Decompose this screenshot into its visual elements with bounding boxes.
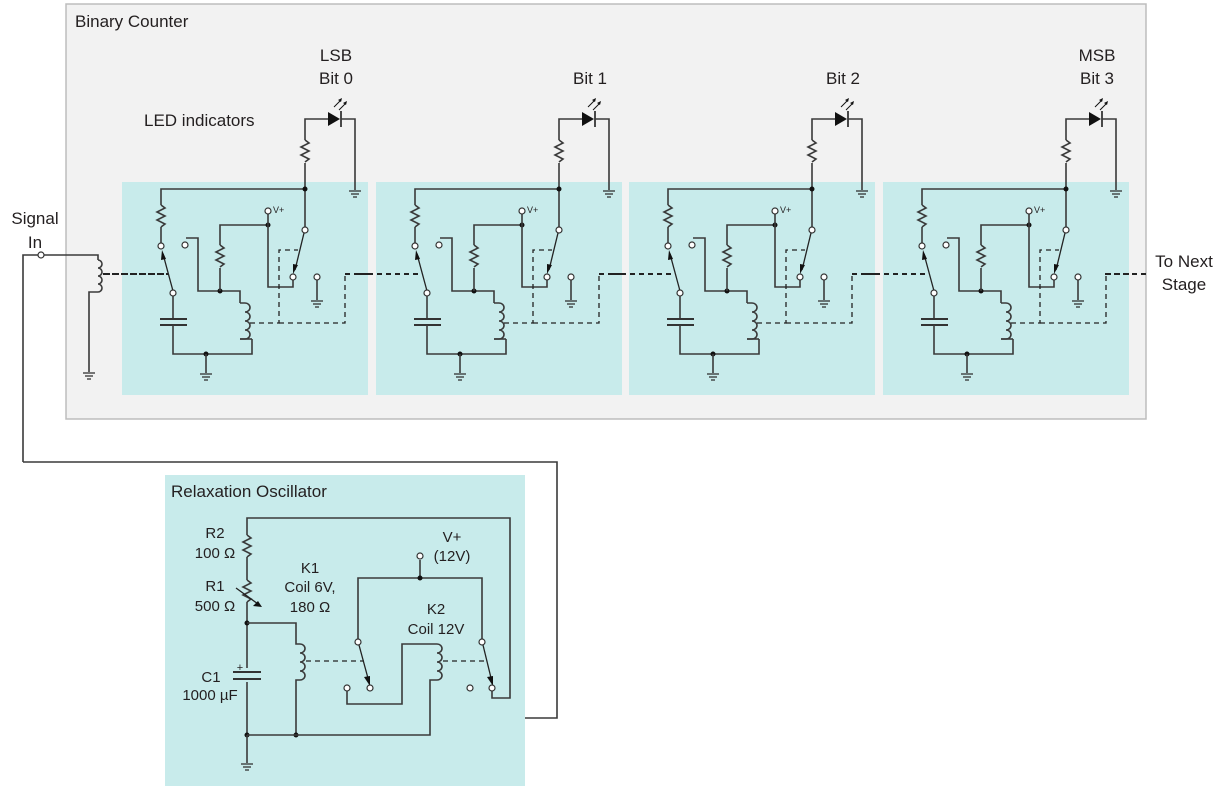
oscillator-panel (165, 475, 525, 786)
vplus-value: (12V) (434, 548, 471, 565)
k1-spec-line1: Coil 6V, (284, 579, 335, 596)
r1-value: 500 Ω (195, 598, 235, 615)
stage-panel (629, 182, 875, 395)
stage-panel (122, 182, 368, 395)
c1-name: C1 (201, 669, 220, 686)
counter-stage-3: MSB Bit 3 V+ (866, 46, 1132, 395)
vplus-terminal (518, 207, 526, 215)
signal-in-terminal[interactable] (37, 251, 45, 259)
k2-coil (436, 643, 443, 681)
vplus-name: V+ (443, 529, 462, 546)
led-icon (835, 112, 847, 126)
counter-stages: LSB Bit 0 V+ Bit 1 V+ Bit 2 V+ MSB Bit 3 V+ (105, 46, 1132, 395)
oscillator-title: Relaxation Oscillator (171, 482, 327, 501)
bit-label: Bit 2 (826, 69, 860, 88)
k1-spec-line2: 180 Ω (290, 599, 330, 616)
k1-switch-arm (358, 644, 370, 683)
signal-in-wiring (22, 251, 168, 462)
vplus-terminal (1025, 207, 1033, 215)
vplus-12v-terminal (416, 552, 424, 560)
led-resistor (806, 139, 818, 163)
signal-in-label-line1: Signal (11, 209, 58, 228)
led-resistor (299, 139, 311, 163)
stage-panel (883, 182, 1129, 395)
k2-name: K2 (427, 601, 445, 618)
led-icon (328, 112, 340, 126)
to-next-stage-line2: Stage (1162, 275, 1206, 294)
r1-name: R1 (205, 578, 224, 595)
led-icon (582, 112, 594, 126)
relay-coil (240, 302, 251, 340)
counter-stage-1: Bit 1 V+ (359, 69, 625, 395)
c1-polarity: + (237, 662, 243, 674)
relay-coil (494, 302, 505, 340)
stage-panel (376, 182, 622, 395)
k2-spec: Coil 12V (408, 621, 465, 638)
oscillator-circuit (233, 517, 511, 771)
binary-counter-title: Binary Counter (75, 12, 189, 31)
led-resistor (553, 139, 565, 163)
relay-coil (747, 302, 758, 340)
to-next-stage-line1: To Next (1155, 252, 1213, 271)
counter-stage-0: LSB Bit 0 V+ (105, 46, 371, 395)
bit-label: Bit 3 (1080, 69, 1114, 88)
bit-label: Bit 1 (573, 69, 607, 88)
vplus-label: V+ (527, 205, 538, 215)
bit-label-line1: MSB (1079, 46, 1116, 65)
bit-label: Bit 0 (319, 69, 353, 88)
led-resistor (1060, 139, 1072, 163)
led-indicators-label: LED indicators (144, 111, 255, 130)
led-icon (1089, 112, 1101, 126)
r2-value: 100 Ω (195, 545, 235, 562)
bit-label-line1: LSB (320, 46, 352, 65)
relay-coil (1001, 302, 1012, 340)
k1-coil (299, 643, 306, 681)
counter-stage-2: Bit 2 V+ (612, 69, 878, 395)
signal-in-label-line2: In (28, 233, 42, 252)
k1-name: K1 (301, 560, 319, 577)
vplus-terminal (771, 207, 779, 215)
vplus-label: V+ (273, 205, 284, 215)
r2-name: R2 (205, 525, 224, 542)
c1-value: 1000 µF (182, 687, 237, 704)
vplus-terminal (264, 207, 272, 215)
r2-resistor (241, 534, 253, 558)
k2-switch-arm (482, 644, 493, 683)
vplus-label: V+ (780, 205, 791, 215)
vplus-label: V+ (1034, 205, 1045, 215)
